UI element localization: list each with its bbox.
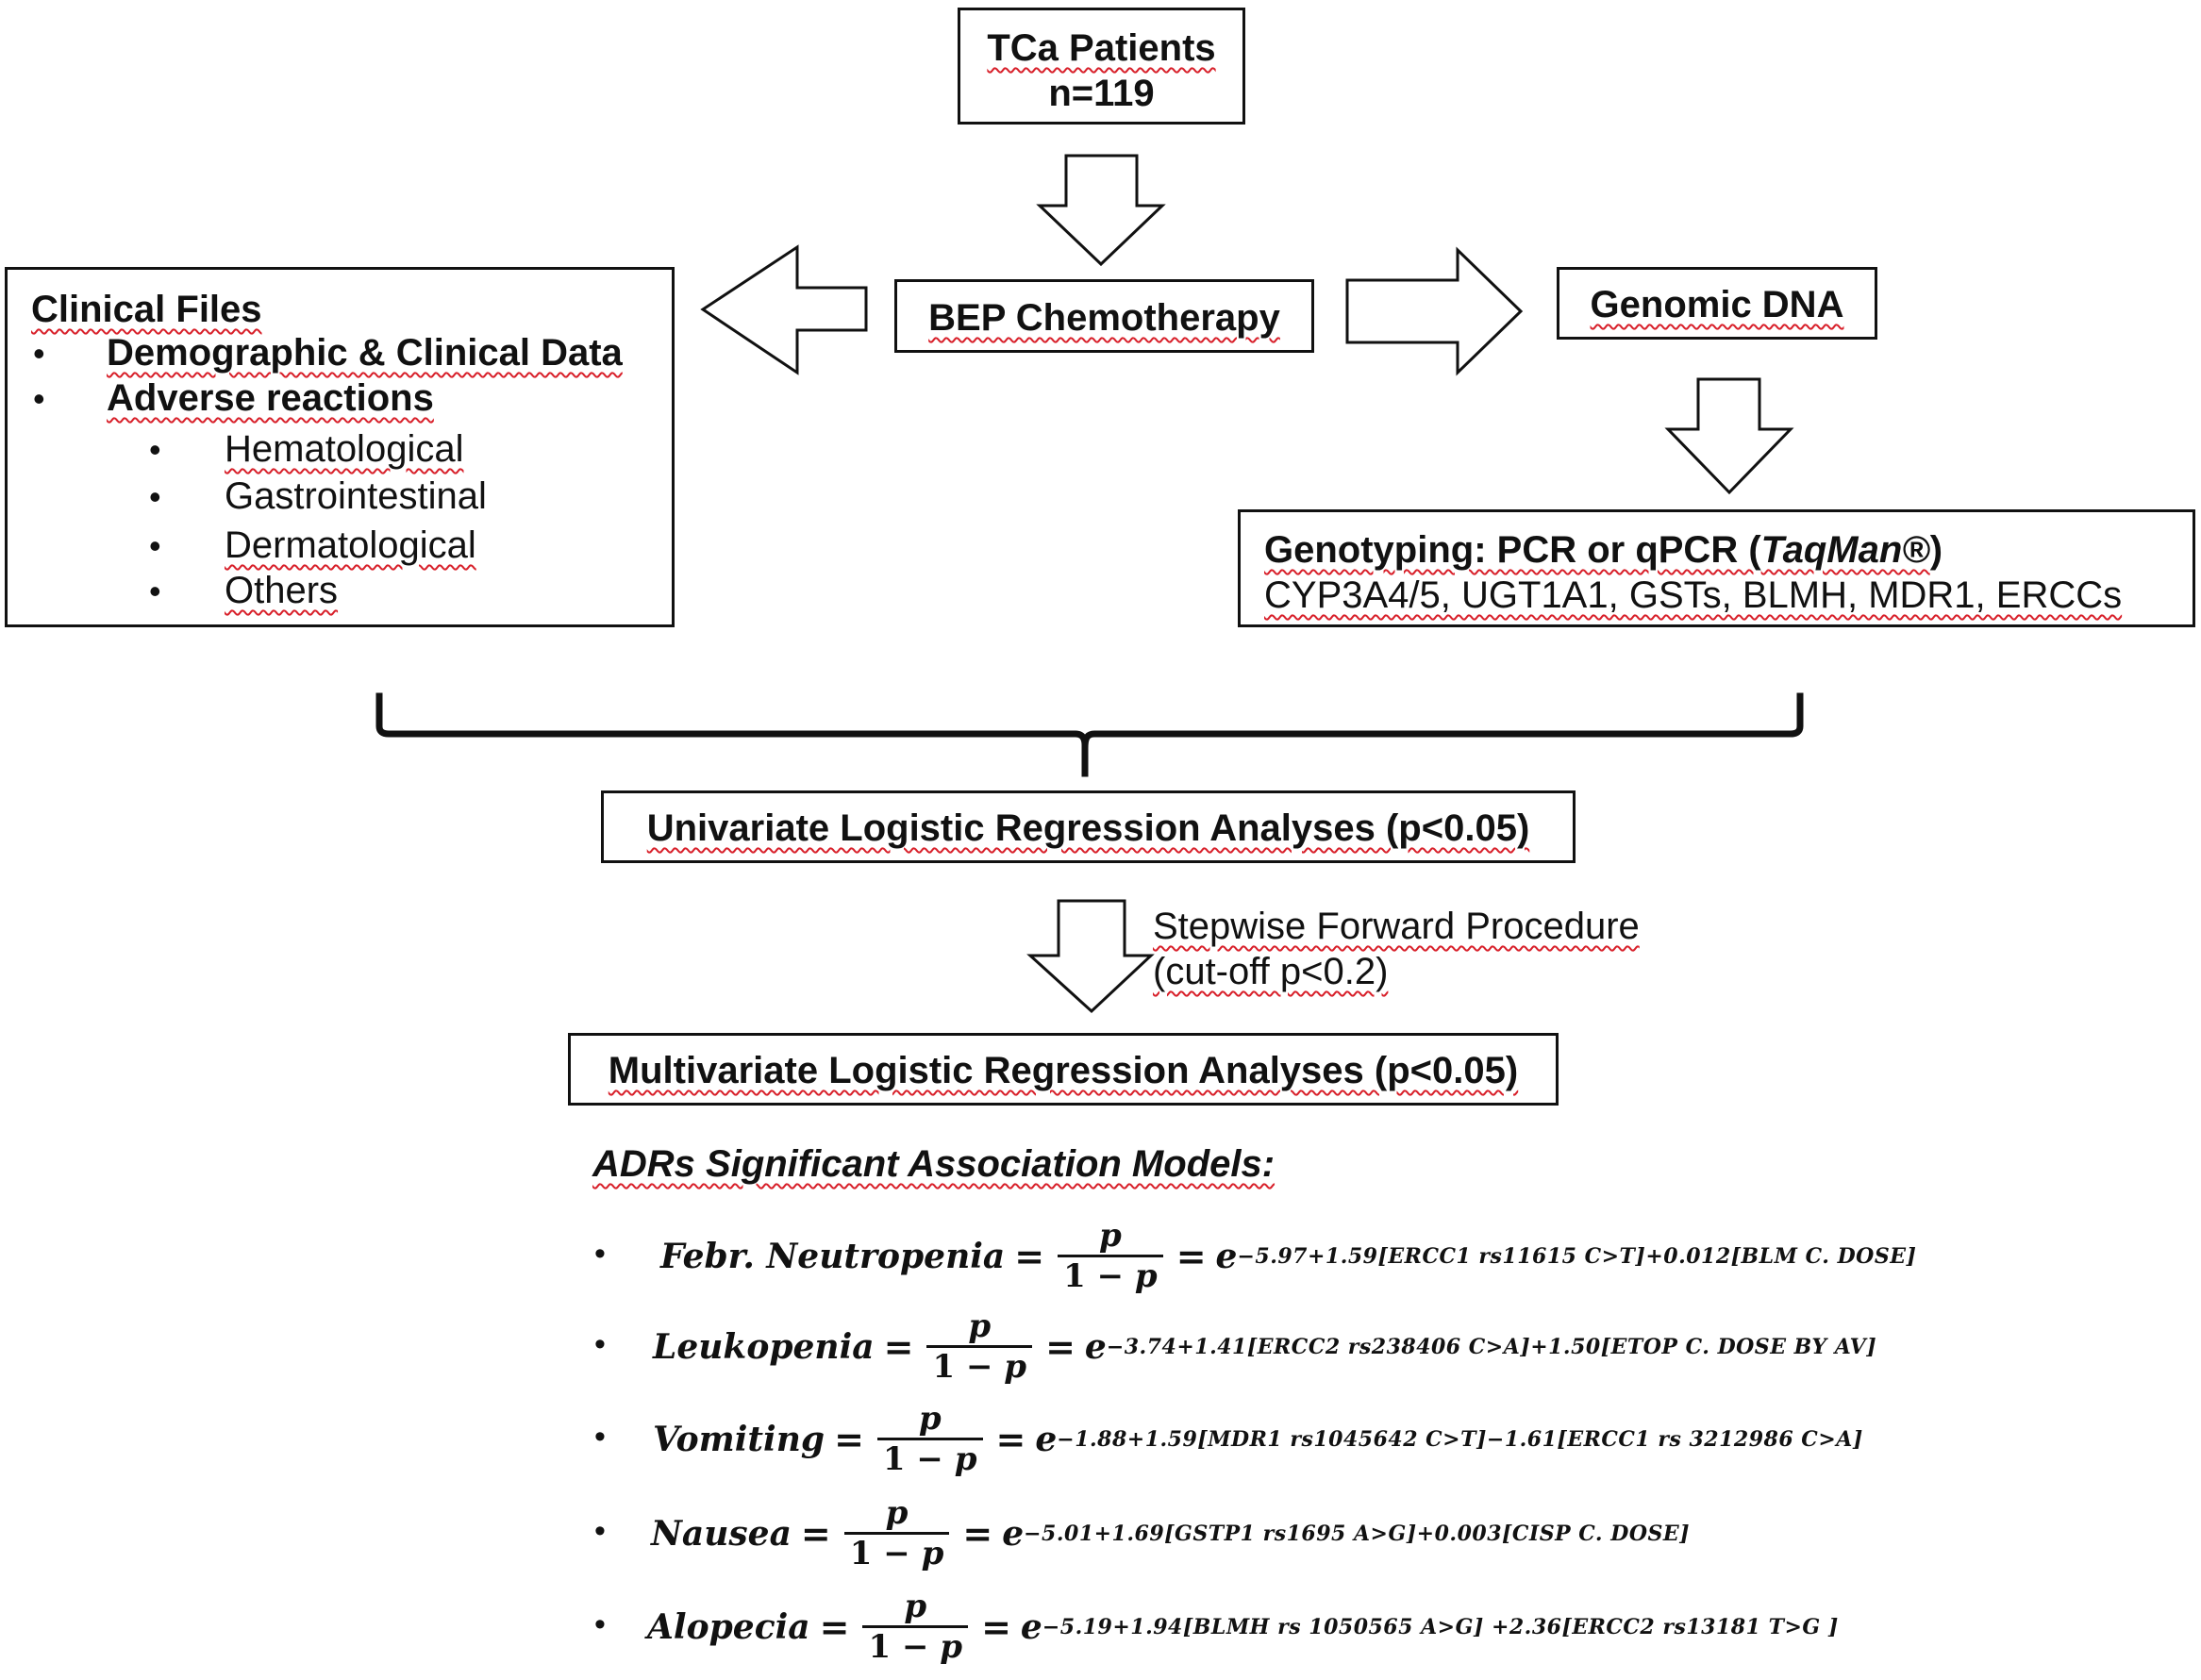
arrow-left <box>700 244 868 375</box>
equals-sign: = <box>1176 1235 1207 1277</box>
model-lhs: Vomiting <box>653 1419 825 1459</box>
exp-base: e <box>1215 1236 1238 1276</box>
arrow-down-1 <box>1036 154 1166 267</box>
bullet-marker: • <box>594 1326 606 1362</box>
clinical-sub-gastrointestinal: Gastrointestinal <box>225 475 487 517</box>
equals-sign: = <box>981 1605 1011 1648</box>
equals-sign: = <box>800 1512 831 1555</box>
exp-base: e <box>1035 1419 1058 1459</box>
model-lhs: Febr. Neutropenia <box>660 1236 1006 1276</box>
models-title: ADRs Significant Association Models: <box>592 1143 1276 1185</box>
arrow-right <box>1345 246 1524 376</box>
model-exponent: −5.97+1.59[ERCC1 rs11615 C>T]+0.012[BLM … <box>1237 1243 1917 1269</box>
bullet-marker: • <box>33 379 45 418</box>
clinical-files-box: Clinical Files • Demographic & Clinical … <box>5 267 675 627</box>
stepwise-line1: Stepwise Forward Procedure <box>1153 906 1640 947</box>
genomic-dna-label: Genomic DNA <box>1590 284 1844 325</box>
equals-sign: = <box>1014 1235 1045 1277</box>
equals-sign: = <box>819 1605 850 1648</box>
multivariate-label: Multivariate Logistic Regression Analyse… <box>608 1050 1519 1091</box>
merge-brace <box>375 692 1804 777</box>
sub-bullet-marker: • <box>149 430 161 469</box>
model-lhs: Nausea <box>651 1513 792 1554</box>
model-lhs: Alopecia <box>647 1606 810 1647</box>
clinical-sub-hematological: Hematological <box>225 428 464 470</box>
genotyping-title: Genotyping: PCR or qPCR (TaqMan®) <box>1264 529 1943 571</box>
bullet-marker: • <box>594 1606 606 1642</box>
bullet-marker: • <box>594 1236 606 1272</box>
clinical-item-demographic: Demographic & Clinical Data <box>107 332 623 374</box>
equals-sign: = <box>834 1418 864 1460</box>
genomic-dna-box: Genomic DNA <box>1557 267 1877 340</box>
equals-sign: = <box>962 1512 993 1555</box>
clinical-sub-others: Others <box>225 570 339 611</box>
patients-box: TCa Patients n=119 <box>958 8 1245 125</box>
multivariate-box: Multivariate Logistic Regression Analyse… <box>568 1033 1559 1106</box>
genotyping-genes: CYP3A4/5, UGT1A1, GSTs, BLMH, MDR1, ERCC… <box>1264 574 2123 616</box>
model-exponent: −1.88+1.59[MDR1 rs1045642 C>T]−1.61[ERCC… <box>1057 1426 1863 1452</box>
stepwise-note: Stepwise Forward Procedure (cut-off p<0.… <box>1153 904 1640 994</box>
equals-sign: = <box>995 1418 1026 1460</box>
model-exponent: −5.01+1.69[GSTP1 rs1695 A>G]+0.003[CISP … <box>1024 1521 1691 1546</box>
univariate-label: Univariate Logistic Regression Analyses … <box>646 807 1530 849</box>
bullet-marker: • <box>594 1419 606 1455</box>
exp-base: e <box>1020 1606 1042 1647</box>
bep-label: BEP Chemotherapy <box>928 297 1280 339</box>
model-exponent: −5.19+1.94[BLMH rs 1050565 A>G] +2.36[ER… <box>1042 1614 1839 1639</box>
sub-bullet-marker: • <box>149 526 161 565</box>
exp-base: e <box>1002 1513 1025 1554</box>
clinical-files-title: Clinical Files <box>31 289 262 330</box>
equals-sign: = <box>883 1325 914 1368</box>
genotyping-method: TaqMan® <box>1760 529 1930 571</box>
genotyping-box: Genotyping: PCR or qPCR (TaqMan®) CYP3A4… <box>1238 509 2195 627</box>
sub-bullet-marker: • <box>149 572 161 610</box>
equals-sign: = <box>1045 1325 1075 1368</box>
clinical-item-adverse: Adverse reactions <box>107 377 434 419</box>
univariate-box: Univariate Logistic Regression Analyses … <box>601 790 1576 863</box>
clinical-sub-dermatological: Dermatological <box>225 524 476 566</box>
arrow-down-3 <box>1026 899 1155 1014</box>
stepwise-line2: (cut-off p<0.2) <box>1153 951 1389 992</box>
bep-box: BEP Chemotherapy <box>894 279 1314 353</box>
exp-base: e <box>1084 1326 1107 1367</box>
model-lhs: Leukopenia <box>653 1326 875 1367</box>
patients-title: TCa Patients <box>987 27 1216 69</box>
patients-count: n=119 <box>1048 73 1155 114</box>
bullet-marker: • <box>33 334 45 373</box>
bullet-marker: • <box>594 1513 606 1549</box>
sub-bullet-marker: • <box>149 477 161 516</box>
model-exponent: −3.74+1.41[ERCC2 rs238406 C>A]+1.50[ETOP… <box>1106 1334 1877 1359</box>
arrow-down-2 <box>1664 377 1794 495</box>
